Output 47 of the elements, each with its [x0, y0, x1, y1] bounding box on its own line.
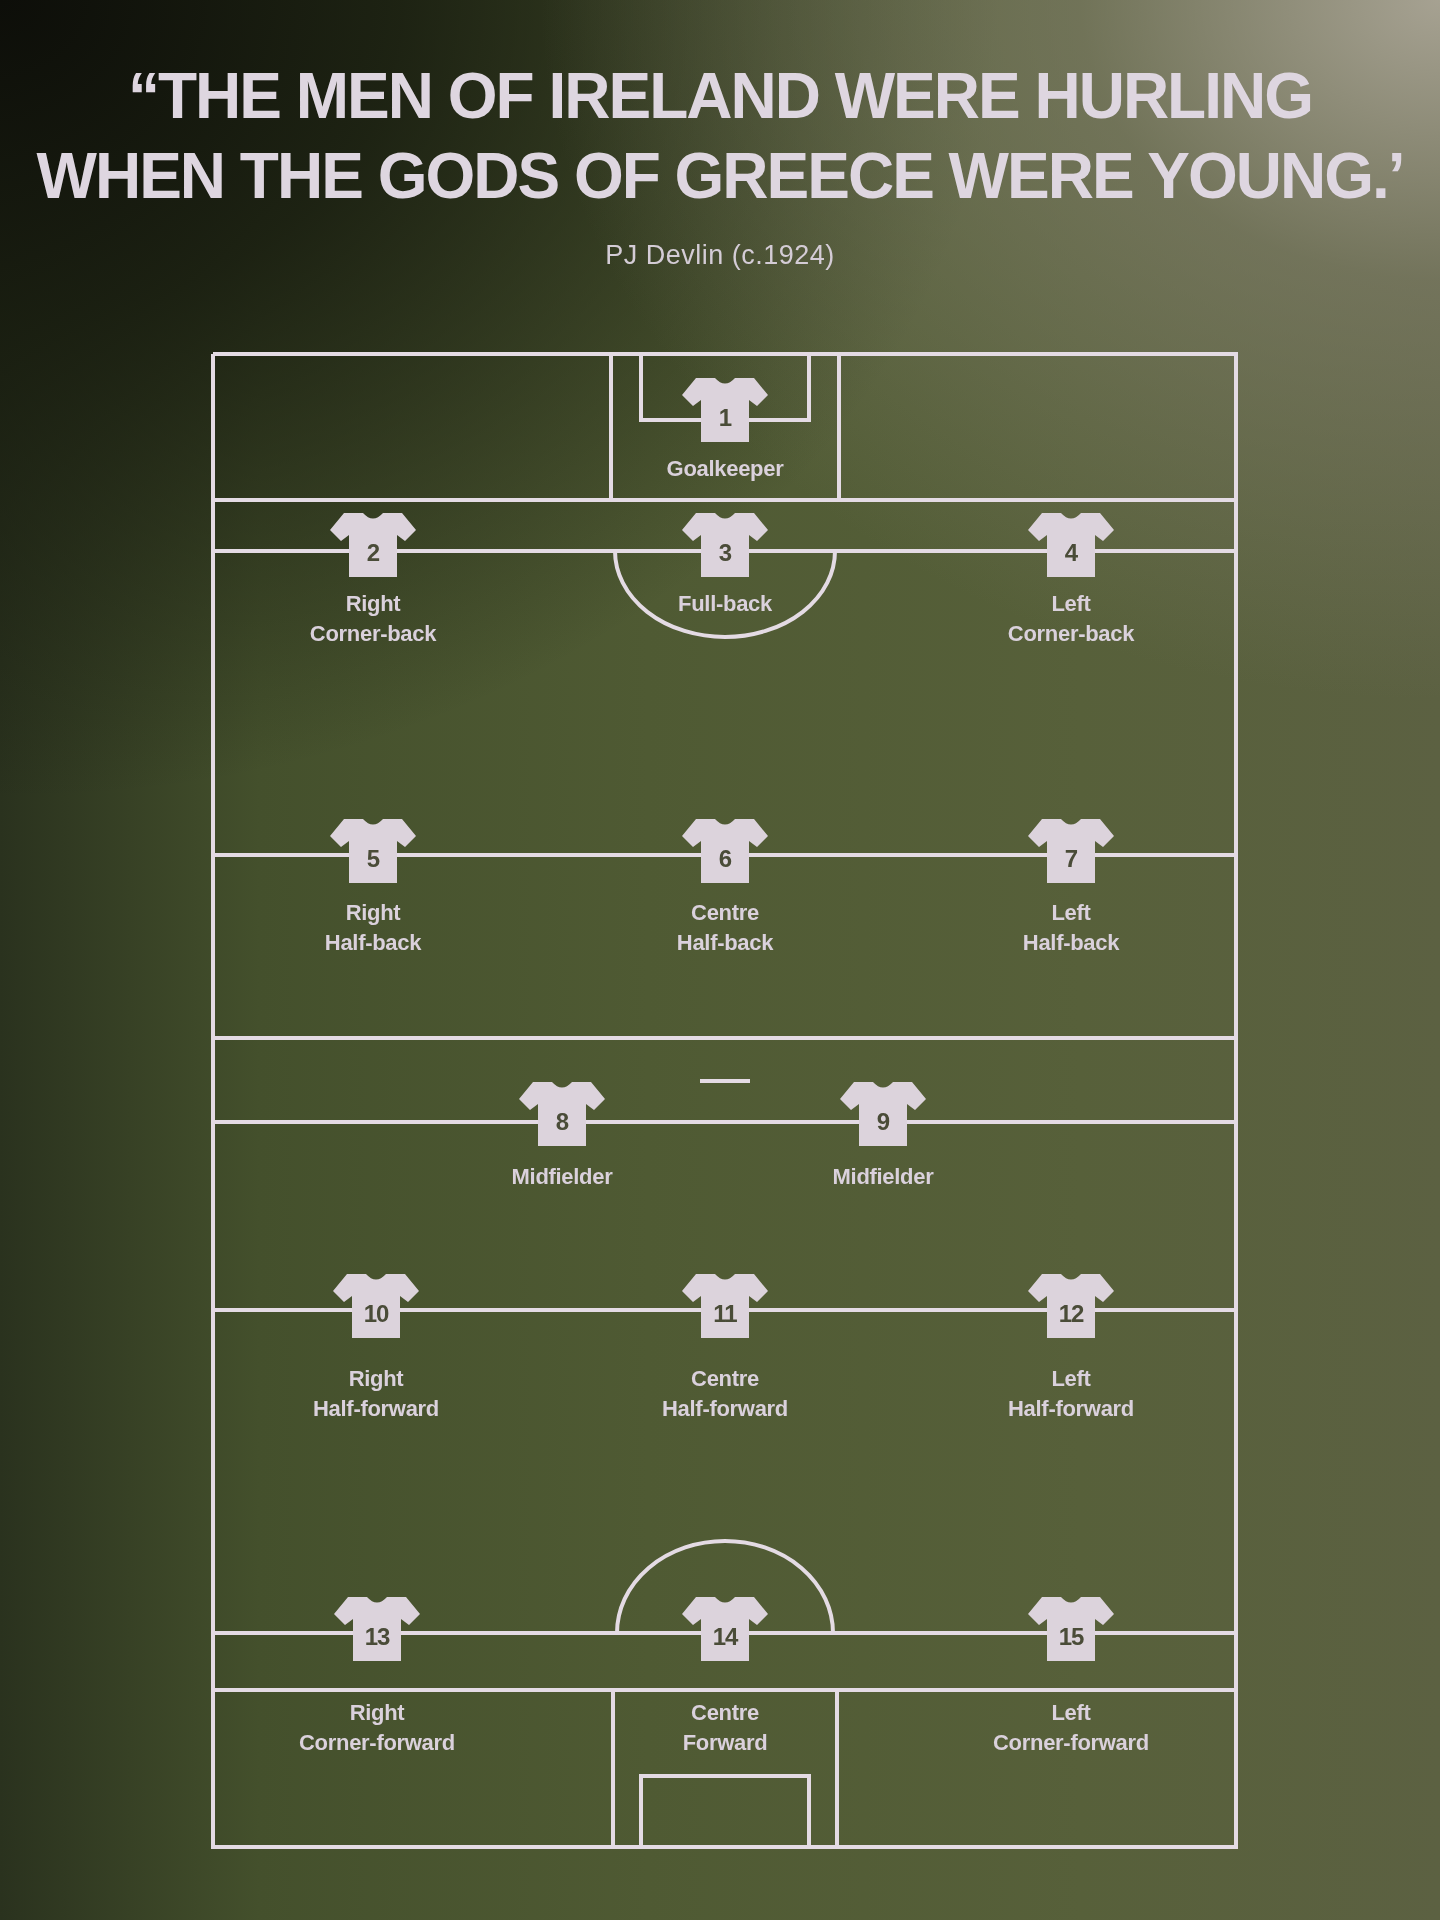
position-label: Left Half-back [1022, 899, 1120, 957]
position-label: Midfielder [511, 1163, 613, 1191]
position-label: Centre Half-forward [662, 1365, 788, 1423]
jersey-shape [1028, 819, 1114, 883]
jersey-shape [682, 1597, 768, 1661]
quote-title: “THE MEN OF IRELAND WERE HURLING WHEN THE GODS OF GREECE WERE YOUNG.’ [35, 59, 1405, 214]
jersey-shape [330, 513, 416, 577]
position-label: Goalkeeper [666, 455, 784, 483]
jersey-shape [682, 378, 768, 442]
jersey-number: 1 [718, 403, 732, 433]
position-label: Left Corner-back [1007, 590, 1135, 648]
jersey-shape [334, 1597, 420, 1661]
jersey-number: 12 [1058, 1299, 1084, 1329]
position-label: Full-back [678, 590, 772, 618]
jersey-number: 7 [1064, 844, 1078, 874]
jersey-shape [519, 1082, 605, 1146]
jersey-number: 9 [876, 1107, 890, 1137]
jersey-number: 10 [363, 1299, 389, 1329]
jersey-number: 3 [718, 538, 732, 568]
position-label: Centre Half-back [676, 899, 774, 957]
position-label: Midfielder [832, 1163, 934, 1191]
position-label: Right Corner-back [309, 590, 437, 648]
jersey-shape [1028, 1274, 1114, 1338]
jersey-number: 15 [1058, 1622, 1084, 1652]
jersey-shape [682, 1274, 768, 1338]
jersey-number: 11 [713, 1299, 737, 1329]
jersey-number: 4 [1064, 538, 1078, 568]
position-label: Right Half-forward [313, 1365, 439, 1423]
jersey-shape [1028, 1597, 1114, 1661]
position-label: Left Corner-forward [993, 1699, 1149, 1757]
jersey-shape [333, 1274, 419, 1338]
jersey-shape [1028, 513, 1114, 577]
jersey-number: 13 [364, 1622, 390, 1652]
jersey-number: 5 [366, 844, 380, 874]
jersey-shape [840, 1082, 926, 1146]
jersey-number: 14 [712, 1622, 738, 1652]
position-label: Left Half-forward [1008, 1365, 1134, 1423]
jersey-number: 2 [366, 538, 380, 568]
attribution-text: PJ Devlin (c.1924) [605, 239, 835, 271]
position-label: Right Corner-forward [299, 1699, 455, 1757]
position-label: Right Half-back [324, 899, 422, 957]
position-label: Centre Forward [682, 1699, 768, 1757]
jersey-shape [330, 819, 416, 883]
jersey-shape [682, 513, 768, 577]
jersey-shape [682, 819, 768, 883]
jersey-number: 8 [555, 1107, 569, 1137]
jersey-number: 6 [718, 844, 732, 874]
